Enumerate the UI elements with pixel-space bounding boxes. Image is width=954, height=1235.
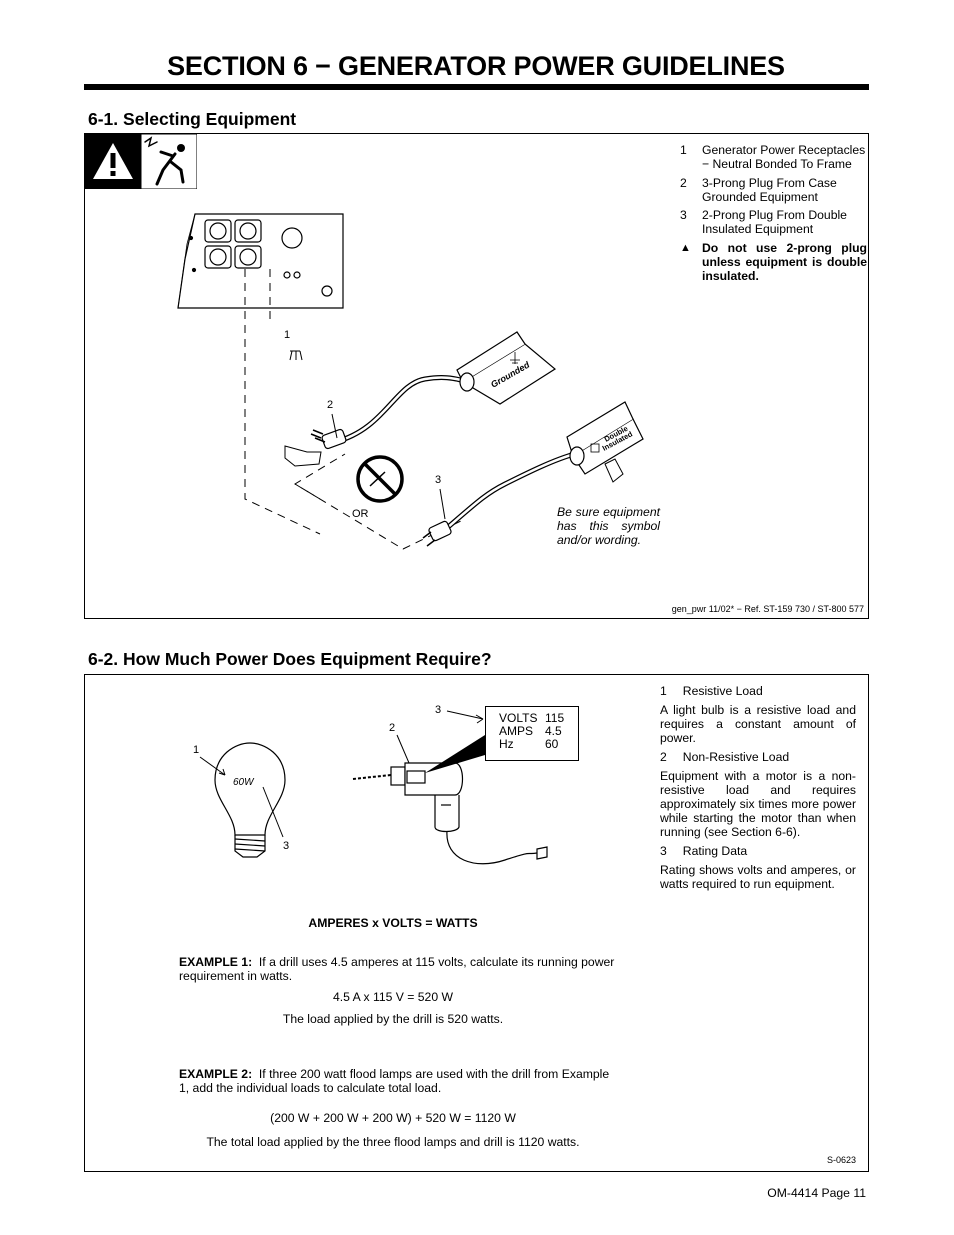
callout-2: 2 — [327, 399, 333, 411]
receptacle-illustration: Grounded Double Insulated 1 2 3 OR — [177, 213, 644, 550]
example-2: EXAMPLE 2: If three 200 watt flood lamps… — [179, 1067, 619, 1095]
load-illustration: 60W 1 3 2 3 — [193, 704, 548, 865]
figure-reference: gen_pwr 11/02* − Ref. ST-159 730 / ST-80… — [671, 604, 864, 614]
example-2-calc: (200 W + 200 W + 200 W) + 520 W = 1120 W — [270, 1111, 516, 1125]
callout-3b: 3 — [283, 840, 289, 852]
example-1-calc: 4.5 A x 115 V = 520 W — [332, 990, 454, 1004]
hazard-icons — [85, 133, 198, 190]
title-rule — [84, 84, 869, 90]
light-bulb-icon — [214, 742, 286, 858]
rating-plate: VOLTS 115 AMPS 4.5 Hz 60 — [485, 706, 579, 761]
figure-reference: S-0623 — [826, 1155, 856, 1165]
symbol-note: Be sure equipment has this symbol and/or… — [557, 505, 660, 547]
example-1-label: EXAMPLE 1: — [179, 955, 253, 969]
section-heading-6-1: 6-1. Selecting Equipment — [88, 109, 297, 129]
bulb-rating: 60W — [233, 777, 255, 788]
formula: AMPERES x VOLTS = WATTS — [308, 916, 478, 930]
callout-1: 1 — [193, 744, 199, 756]
electric-shock-icon — [144, 136, 185, 186]
example-2-result: The total load applied by the three floo… — [206, 1135, 580, 1149]
warning-triangle-icon: ▲ — [680, 242, 691, 254]
callout-3a: 3 — [435, 704, 441, 716]
s1-legend: 1 Generator Power Receptacles − Neutral … — [680, 143, 867, 283]
example-1-result: The load applied by the drill is 520 wat… — [282, 1012, 504, 1026]
legend-desc: A light bulb is a resistive load and req… — [660, 703, 856, 745]
callout-3: 3 — [435, 474, 441, 486]
section-heading-6-2: 6-2. How Much Power Does Equipment Requi… — [88, 649, 492, 669]
power-requirement-panel: 60W 1 3 2 3 VOLTS 115 AMPS 4.5 Hz 60 — [84, 674, 869, 1172]
example-1: EXAMPLE 1: If a drill uses 4.5 amperes a… — [179, 955, 619, 983]
selecting-equipment-panel: Grounded Double Insulated 1 2 3 OR Be su… — [84, 133, 869, 619]
legend-desc: Equipment with a motor is a non-resistiv… — [660, 769, 856, 839]
callout-2: 2 — [389, 722, 395, 734]
callout-1: 1 — [284, 329, 290, 341]
example-2-text: If three 200 watt flood lamps are used w… — [179, 1067, 610, 1095]
drill-icon — [352, 762, 548, 865]
or-label: OR — [352, 508, 369, 520]
legend-desc: Rating shows volts and amperes, or watts… — [660, 863, 856, 891]
example-2-label: EXAMPLE 2: — [179, 1067, 253, 1081]
page-footer: OM-4414 Page 11 — [767, 1186, 866, 1200]
warning-text: Do not use 2-prong plug unless equipment… — [702, 241, 867, 283]
page-title: SECTION 6 − GENERATOR POWER GUIDELINES — [167, 51, 785, 81]
example-1-text: If a drill uses 4.5 amperes at 115 volts… — [179, 955, 615, 983]
